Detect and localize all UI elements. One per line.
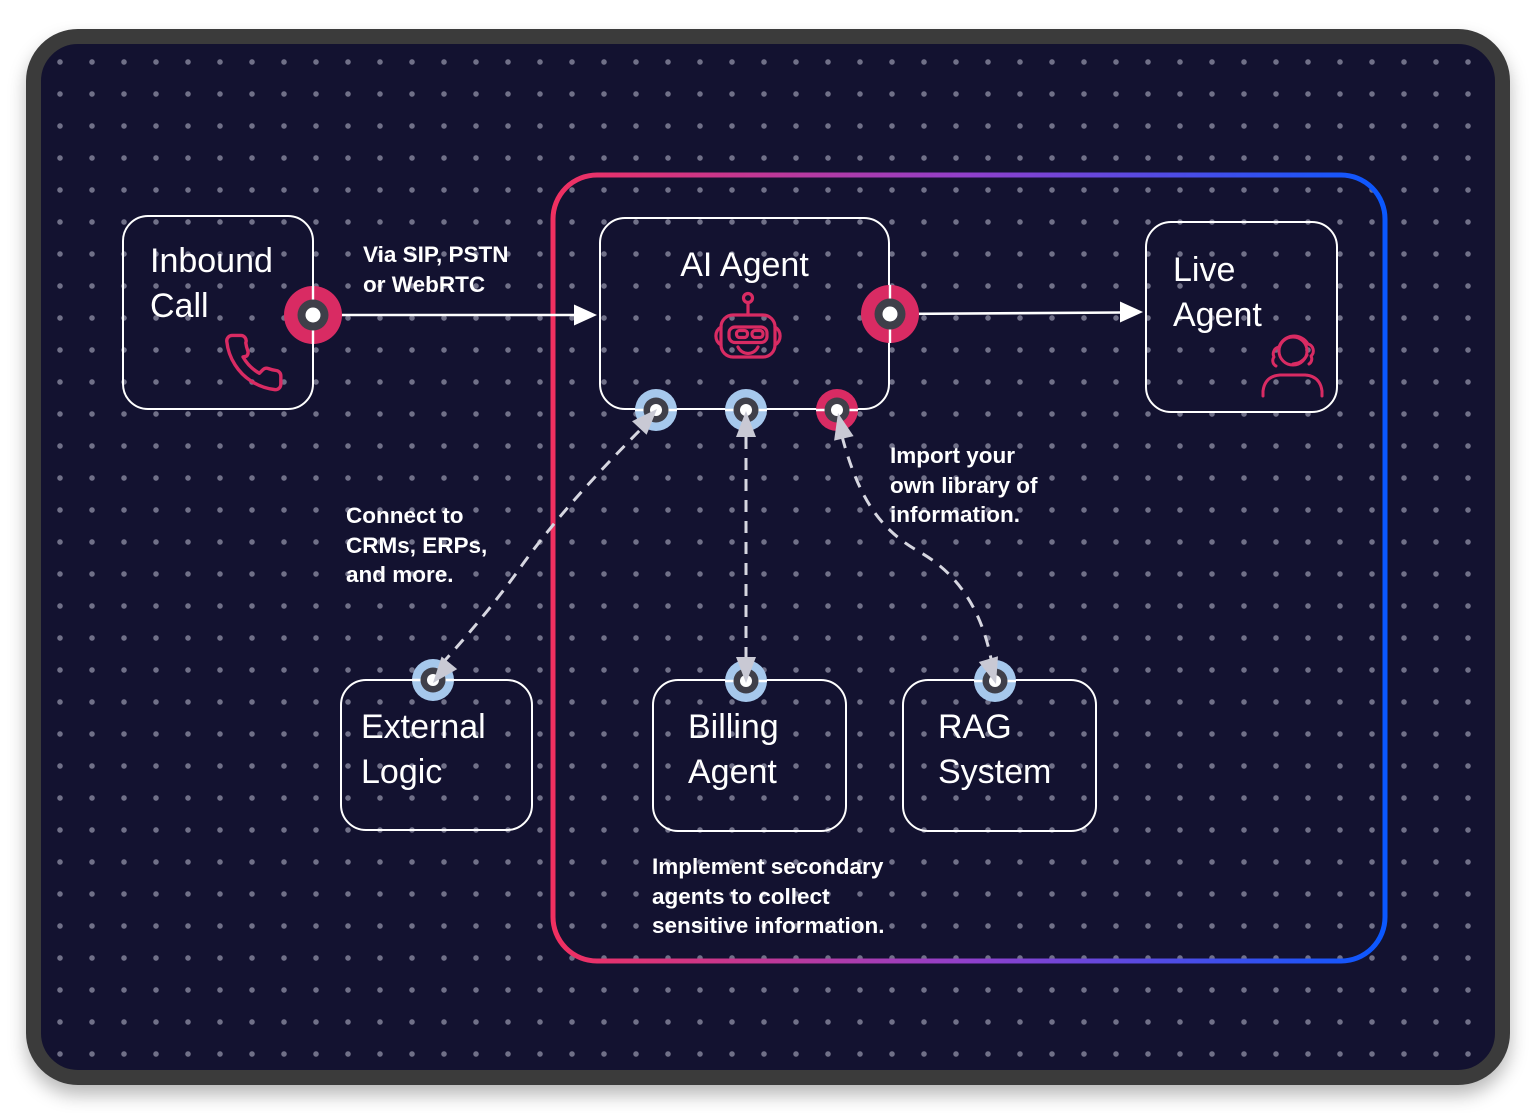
node-rag-system-title: RAG System bbox=[938, 708, 1052, 791]
label-implement-secondary: Implement secondary agents to collect se… bbox=[652, 854, 885, 938]
node-live-agent-title: Live Agent bbox=[1173, 251, 1262, 334]
label-via-sip-pstn: Via SIP, PSTN or WebRTC bbox=[363, 242, 509, 297]
arrow-ai-to-live bbox=[889, 311, 1123, 316]
arrowhead-to-live bbox=[1120, 301, 1143, 323]
node-ai-agent-title: AI Agent bbox=[680, 246, 809, 284]
node-inbound-call-title: Inbound Call bbox=[150, 242, 273, 325]
node-billing-agent-title: Billing Agent bbox=[688, 708, 779, 791]
node-external-logic-title: External Logic bbox=[361, 708, 486, 791]
node-rag-system: RAG System bbox=[902, 679, 1097, 832]
arrowhead-to-ai bbox=[574, 304, 597, 326]
label-connect-crms: Connect to CRMs, ERPs, and more. bbox=[346, 503, 488, 587]
node-live-agent: Live Agent bbox=[1145, 221, 1338, 413]
node-external-logic: External Logic bbox=[340, 679, 533, 831]
node-billing-agent: Billing Agent bbox=[652, 679, 847, 832]
node-ai-agent: AI Agent bbox=[599, 217, 890, 410]
node-inbound-call: Inbound Call bbox=[122, 215, 314, 410]
label-import-library: Import your own library of information. bbox=[890, 443, 1038, 527]
